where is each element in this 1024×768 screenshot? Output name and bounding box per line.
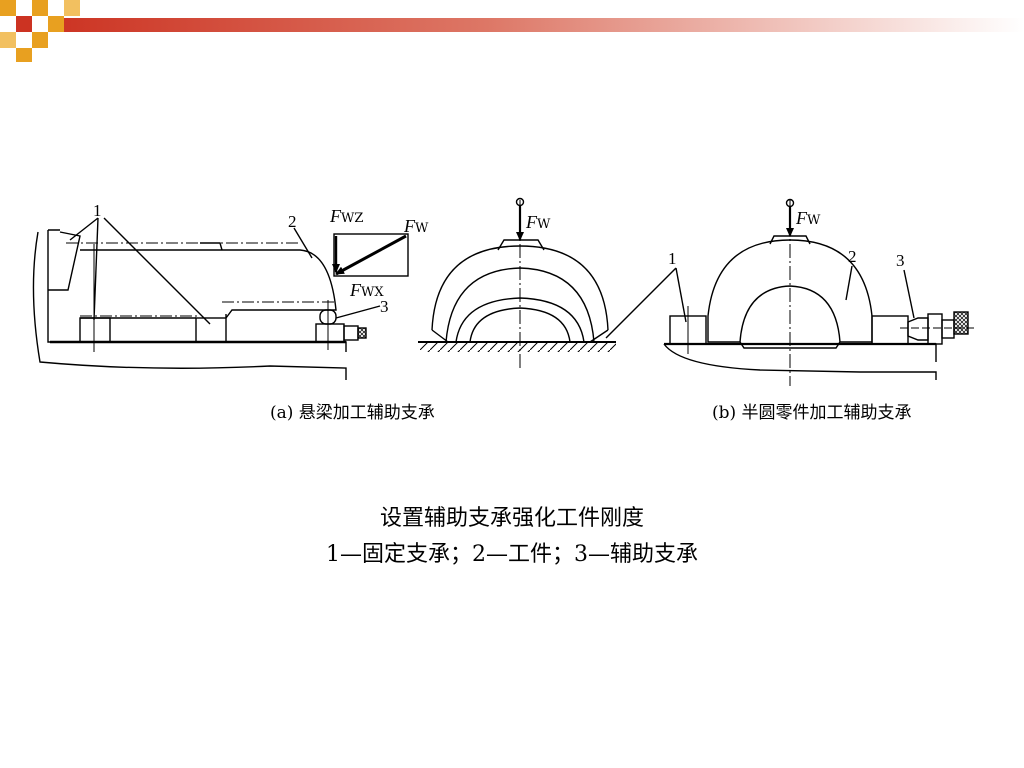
force-w-arrow: [335, 234, 407, 276]
fig-a-force-w: FW: [403, 216, 429, 236]
ground-hatch: [420, 343, 616, 352]
fig-a-label-3: 3: [380, 297, 389, 316]
force-origin-b: [785, 198, 795, 208]
fig-b-label-2: 2: [848, 247, 857, 266]
fixed-support-left: [79, 317, 111, 343]
clamp-wedge: [48, 231, 81, 291]
fig-a-sublabel: (a) 悬梁加工辅助支承: [270, 403, 435, 423]
fixture-body: [32, 229, 347, 380]
figure-a-labels: 1 2 3 FWZ FW FWX (a) 悬梁加工辅助支承: [93, 201, 435, 423]
force-origin-mid: [515, 197, 525, 207]
fixed-support-right: [195, 317, 227, 343]
fig-b-label-3: 3: [896, 251, 905, 270]
halfring-boss: [497, 239, 545, 251]
force-diagram-box: [333, 233, 409, 277]
semicircle-workpiece: [707, 239, 873, 349]
support-block-b: [871, 315, 909, 345]
leader-b-2: [845, 265, 853, 301]
fig-mid-force: FW: [525, 212, 551, 232]
leader-b-3: [903, 269, 915, 319]
caption-title: 设置辅助支承强化工件刚度: [379, 506, 644, 531]
leader-3: [335, 305, 381, 319]
fig-a-label-2: 2: [288, 212, 297, 231]
fig-b-force: FW: [795, 208, 821, 228]
cantilever-workpiece: [80, 249, 337, 319]
leader-2: [293, 227, 313, 259]
auxiliary-support-base: [315, 323, 345, 343]
header-banner: [0, 0, 1024, 62]
figure-b-labels: 1 2 3 FW (b) 半圆零件加工辅助支承: [668, 208, 912, 423]
leader-1: [93, 217, 99, 321]
figure-b-semicircle: [605, 198, 976, 386]
banner-squares: [0, 0, 80, 62]
semicircle-inner: [739, 285, 841, 343]
fixture-base-b: [663, 343, 937, 380]
fig-a-force-z: FWZ: [329, 206, 363, 226]
banner-gradient-bar: [48, 18, 1024, 32]
figure-mid-halfring: [418, 197, 616, 368]
fig-a-label-1: 1: [93, 201, 102, 220]
figure-mid-labels: FW: [525, 212, 551, 232]
leader-b-1: [675, 267, 687, 323]
auxiliary-support-b: [907, 317, 929, 341]
figure-a-cantilever: [32, 217, 409, 380]
fig-b-label-1: 1: [668, 249, 677, 268]
fig-b-sublabel: (b) 半圆零件加工辅助支承: [712, 403, 912, 423]
caption-legend: 1—固定支承；2—工件；3—辅助支承: [326, 542, 698, 567]
fig-a-force-x: FWX: [349, 280, 384, 300]
